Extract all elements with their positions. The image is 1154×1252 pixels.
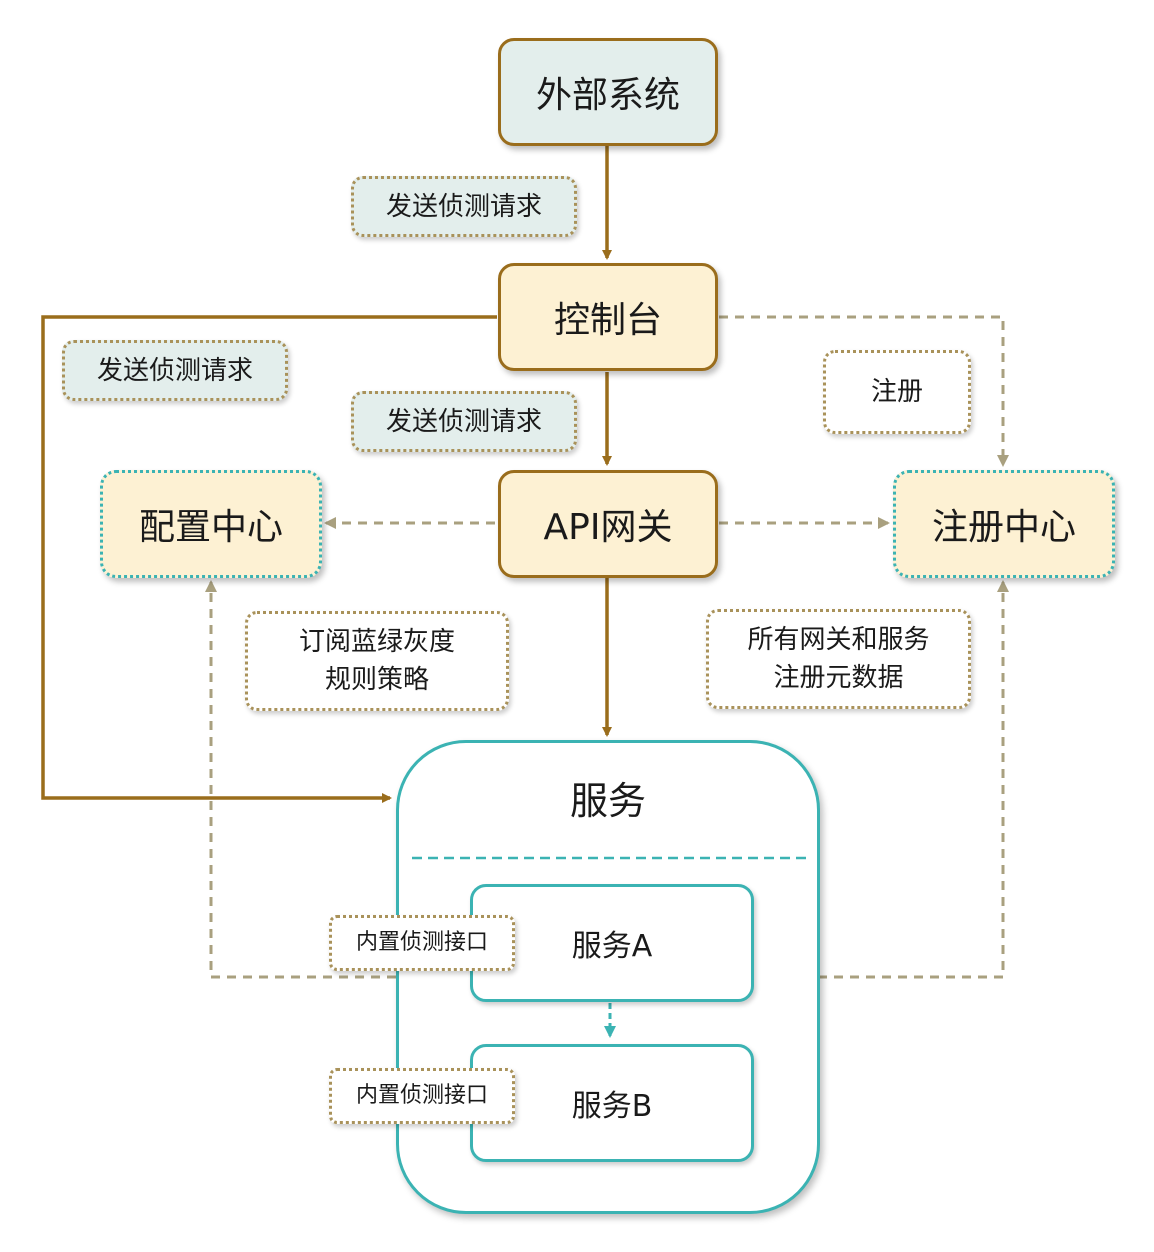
subscribe-rules-line1: 订阅蓝绿灰度 (298, 627, 455, 657)
register-metadata-line1: 所有网关和服务 (747, 625, 930, 655)
arrow-console-to-service (41, 315, 497, 803)
api-gateway-node: API网关 (498, 470, 718, 578)
external-system-node: 外部系统 (498, 38, 718, 146)
console-label: 控制台 (553, 300, 662, 341)
arrow-service-to-config (205, 580, 396, 979)
console-node: 控制台 (498, 263, 718, 371)
send-probe-label-middle: 发送侦测请求 (351, 391, 577, 452)
config-center-node: 配置中心 (100, 470, 322, 578)
registry-center-node: 注册中心 (893, 470, 1115, 578)
arrow-service-to-registry (818, 580, 1009, 979)
external-system-label: 外部系统 (535, 75, 680, 116)
subscribe-rules-label: 订阅蓝绿灰度 规则策略 (245, 611, 509, 711)
register-label: 注册 (823, 350, 971, 434)
service-title: 服务 (569, 779, 646, 823)
register-metadata-label: 所有网关和服务 注册元数据 (706, 609, 971, 709)
api-gateway-label: API网关 (543, 507, 673, 548)
builtin-probe-label-a: 内置侦测接口 (329, 915, 515, 971)
config-center-label: 配置中心 (138, 507, 283, 548)
service-b-node: 服务B (470, 1044, 754, 1162)
service-b-label: 服务B (571, 1089, 653, 1124)
register-metadata-line2: 注册元数据 (773, 663, 904, 693)
service-a-node: 服务A (470, 884, 754, 1002)
subscribe-rules-line2: 规则策略 (324, 665, 429, 695)
send-probe-label-top: 发送侦测请求 (351, 176, 577, 237)
service-a-label: 服务A (571, 929, 653, 964)
builtin-probe-label-b: 内置侦测接口 (329, 1068, 515, 1124)
registry-center-label: 注册中心 (931, 507, 1076, 548)
send-probe-label-left: 发送侦测请求 (62, 340, 288, 401)
